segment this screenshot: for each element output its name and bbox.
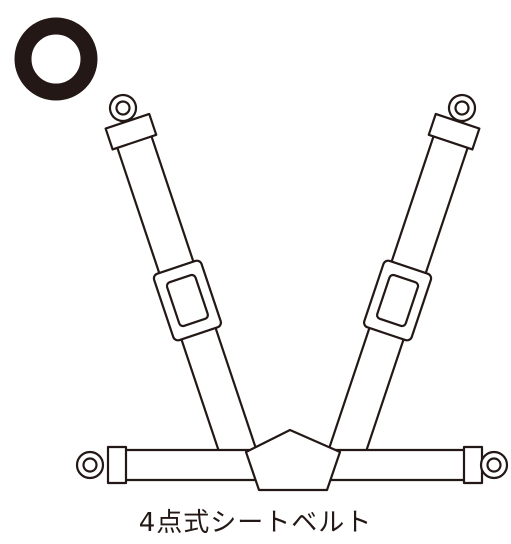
- lap-left-end-tab: [106, 445, 128, 485]
- center-buckle: [244, 428, 342, 492]
- right-shoulder-strap: [325, 93, 481, 470]
- figure-caption: 4点式シートベルト: [138, 508, 373, 538]
- lap-right-end-tab: [462, 445, 484, 485]
- left-shoulder-strap: [104, 93, 260, 470]
- circle-mark-icon: [14, 17, 98, 101]
